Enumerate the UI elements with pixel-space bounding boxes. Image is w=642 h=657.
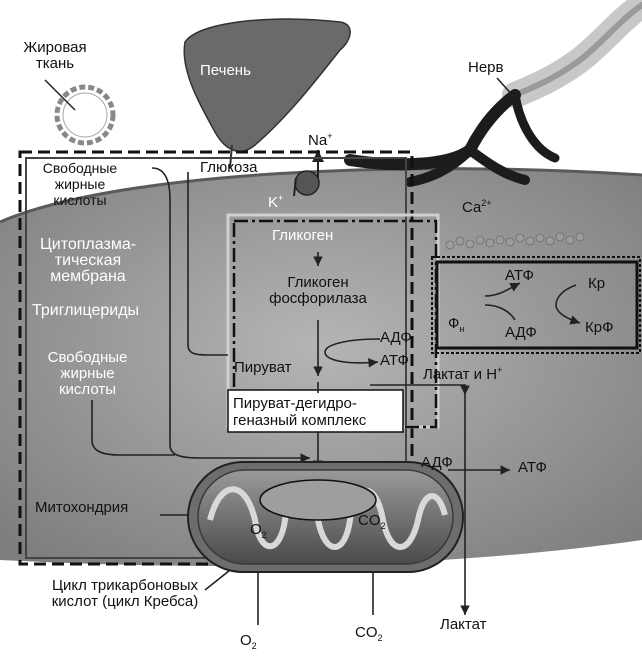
glucose-label: Глюкоза [200,160,257,176]
adp-label-2: АДФ [421,455,453,471]
inorganic-phosphate-label: Фн [448,316,464,337]
lactate-label: Лактат [440,617,487,633]
ca-label: Ca2+ [462,195,491,216]
mitochondria-label: Митохондрия [35,500,128,516]
ion-channel [295,171,319,195]
co2-inner-label: CO2 [358,513,386,534]
na-label: Na+ [308,128,332,149]
pdh-complex-label: Пируват-дегидро- геназный комплекс [233,395,366,429]
adipose-tissue-label: Жировая ткань [10,40,100,72]
triglycerides-label: Триглицериды [32,303,139,319]
lactate-h-label: Лактат и Н+ [423,362,502,383]
liver-label: Печень [200,63,251,79]
o2-inner-label: O2 [250,522,267,543]
free-fatty-acids-top-label: Свободные жирные кислоты [30,160,130,208]
co2-outer-label: CO2 [355,625,383,646]
atp-label-2: АТФ [518,460,547,476]
mitochondrion [188,462,463,572]
glycogen-label: Гликоген [272,228,333,244]
krebs-cycle-label: Цикл трикарбоновых кислот (цикл Кребса) [30,578,220,610]
adipose-cell-icon [57,87,113,143]
pyruvate-label: Пируват [234,360,292,376]
cytoplasmic-membrane-label: Цитоплазма- тическая мембрана [28,237,148,285]
nerve-label: Нерв [468,60,504,76]
free-fatty-acids-bottom-label: Свободные жирные кислоты [30,350,145,398]
o2-outer-label: O2 [240,633,257,654]
atp-cycle-label: АТФ [505,268,534,284]
nerve-shape [350,5,642,182]
k-label: K+ [268,190,283,211]
atp-label-1: АТФ [380,353,409,369]
adp-label-1: АДФ [380,330,412,346]
creatine-label: Кр [588,276,605,292]
glycogen-phosphorylase-label: Гликоген фосфорилаза [258,275,378,307]
adp-cycle-label: АДФ [505,325,537,341]
creatine-phosphate-label: КрФ [585,320,613,336]
